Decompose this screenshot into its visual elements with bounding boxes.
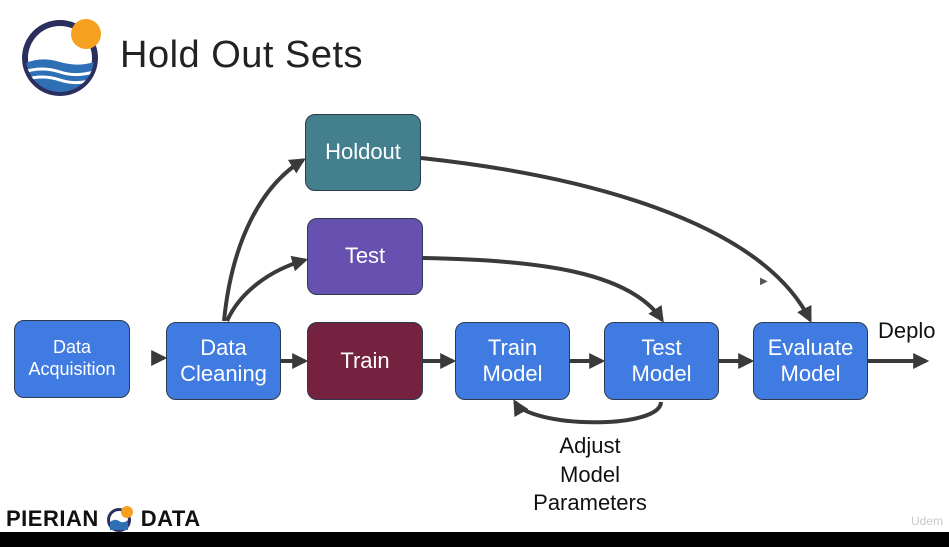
node-test: Test	[307, 218, 423, 295]
node-data-acquisition: Data Acquisition	[14, 320, 130, 398]
mouse-cursor-icon: ▶	[760, 276, 768, 287]
brand-logo-icon	[106, 506, 133, 532]
slide-title: Hold Out Sets	[120, 34, 364, 76]
bottom-bar	[0, 532, 949, 547]
pierian-logo-icon	[22, 19, 101, 96]
node-data-cleaning: Data Cleaning	[166, 322, 281, 400]
arrow-cleaning-to-test	[225, 255, 309, 322]
brand-footer: PIERIAN DATA	[6, 505, 201, 533]
node-test-model: Test Model	[604, 322, 719, 400]
node-train-model: Train Model	[455, 322, 570, 400]
brand-right-text: DATA	[140, 506, 201, 531]
arrow-cleaning-to-holdout	[222, 158, 306, 322]
node-evaluate-model: Evaluate Model	[753, 322, 868, 400]
node-train: Train	[307, 322, 423, 400]
adjust-parameters-label: Adjust Model Parameters	[533, 433, 647, 516]
deploy-label: Deplo	[878, 318, 936, 343]
arrow-test-model-to-train-model	[513, 399, 663, 425]
watermark: Udem	[910, 514, 943, 528]
arrow-holdout-to-evaluate	[420, 156, 812, 323]
arrow-test-to-test-model	[422, 256, 664, 323]
brand-left-text: PIERIAN	[6, 506, 99, 531]
node-holdout: Holdout	[305, 114, 421, 191]
